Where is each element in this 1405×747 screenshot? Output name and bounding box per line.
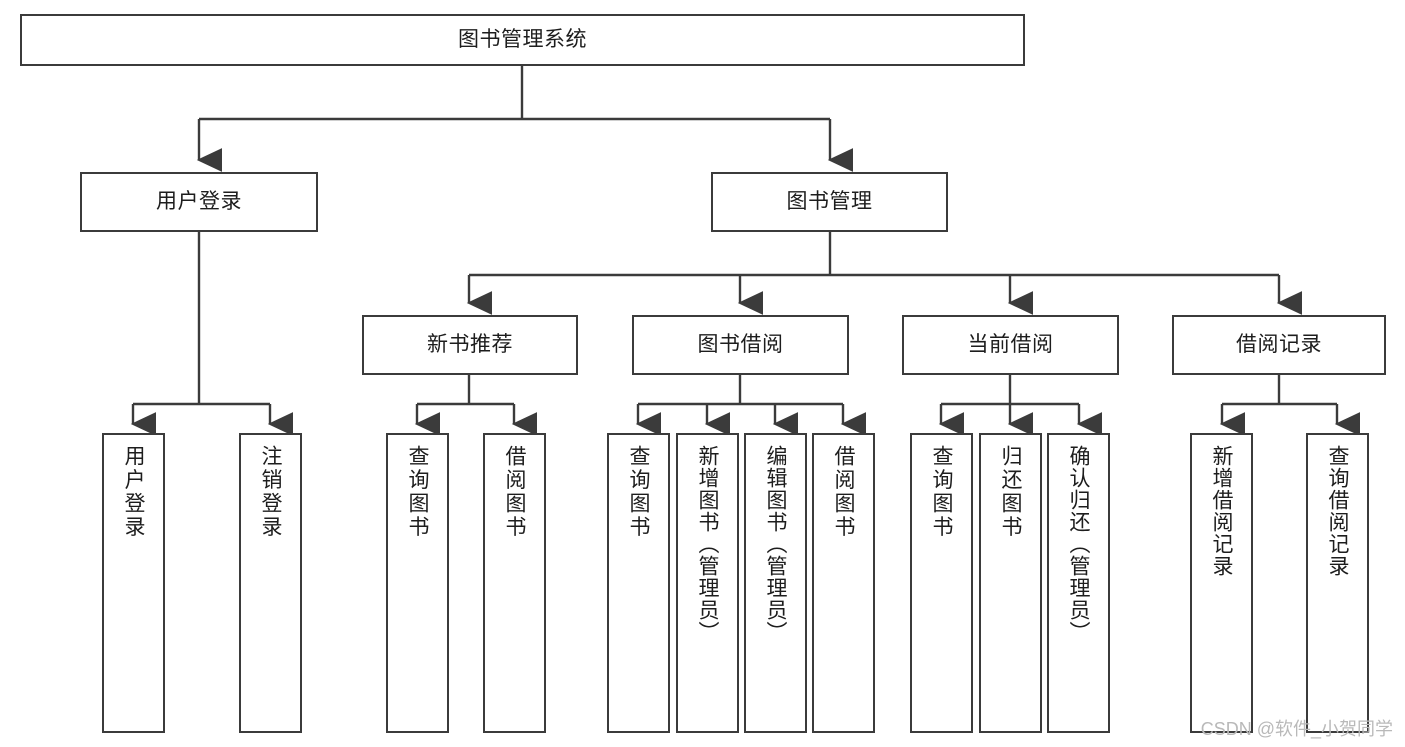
- node-borrow-record[interactable]: 借阅记录: [1172, 315, 1386, 375]
- node-label: 借阅记录: [1236, 332, 1322, 356]
- node-label: 用户登录: [122, 445, 145, 539]
- node-label: 查询图书: [406, 445, 429, 539]
- watermark: CSDN @软件_小贺同学: [1200, 719, 1393, 739]
- node-leaf-add-borrow-record[interactable]: 新增借阅记录: [1190, 433, 1253, 733]
- node-label: 确认归还（管理员）: [1067, 445, 1090, 643]
- node-leaf-query-book-recommend[interactable]: 查询图书: [386, 433, 449, 733]
- node-label: 图书管理: [786, 189, 873, 213]
- node-label: 归还图书: [999, 445, 1022, 539]
- node-label: 查询图书: [930, 445, 953, 539]
- node-label: 注销登录: [259, 445, 282, 539]
- node-label: 新增图书（管理员）: [696, 445, 719, 643]
- node-label: 新增借阅记录: [1210, 445, 1233, 577]
- node-book-borrow[interactable]: 图书借阅: [632, 315, 849, 375]
- node-leaf-query-book-borrow[interactable]: 查询图书: [607, 433, 670, 733]
- node-leaf-edit-book-admin[interactable]: 编辑图书（管理员）: [744, 433, 807, 733]
- node-book-management[interactable]: 图书管理: [711, 172, 948, 232]
- node-root-book-management-system[interactable]: 图书管理系统: [20, 14, 1025, 66]
- node-leaf-logout-login[interactable]: 注销登录: [239, 433, 302, 733]
- node-leaf-add-book-admin[interactable]: 新增图书（管理员）: [676, 433, 739, 733]
- node-label: 图书管理系统: [458, 27, 587, 51]
- node-leaf-query-book-current[interactable]: 查询图书: [910, 433, 973, 733]
- node-leaf-confirm-return-admin[interactable]: 确认归还（管理员）: [1047, 433, 1110, 733]
- node-label: 用户登录: [156, 189, 242, 213]
- node-leaf-query-borrow-record[interactable]: 查询借阅记录: [1306, 433, 1369, 733]
- node-label: 查询借阅记录: [1326, 445, 1349, 577]
- node-label: 当前借阅: [967, 332, 1054, 356]
- node-label: 查询图书: [627, 445, 650, 539]
- node-label: 图书借阅: [697, 332, 784, 356]
- node-label: 借阅图书: [503, 445, 526, 539]
- node-user-login[interactable]: 用户登录: [80, 172, 318, 232]
- node-leaf-borrow-book-recommend[interactable]: 借阅图书: [483, 433, 546, 733]
- node-label: 新书推荐: [427, 332, 513, 356]
- node-leaf-borrow-book[interactable]: 借阅图书: [812, 433, 875, 733]
- node-current-borrow[interactable]: 当前借阅: [902, 315, 1119, 375]
- node-leaf-user-login[interactable]: 用户登录: [102, 433, 165, 733]
- node-new-book-recommend[interactable]: 新书推荐: [362, 315, 578, 375]
- node-leaf-return-book[interactable]: 归还图书: [979, 433, 1042, 733]
- node-label: 借阅图书: [832, 445, 855, 539]
- node-label: 编辑图书（管理员）: [764, 445, 787, 643]
